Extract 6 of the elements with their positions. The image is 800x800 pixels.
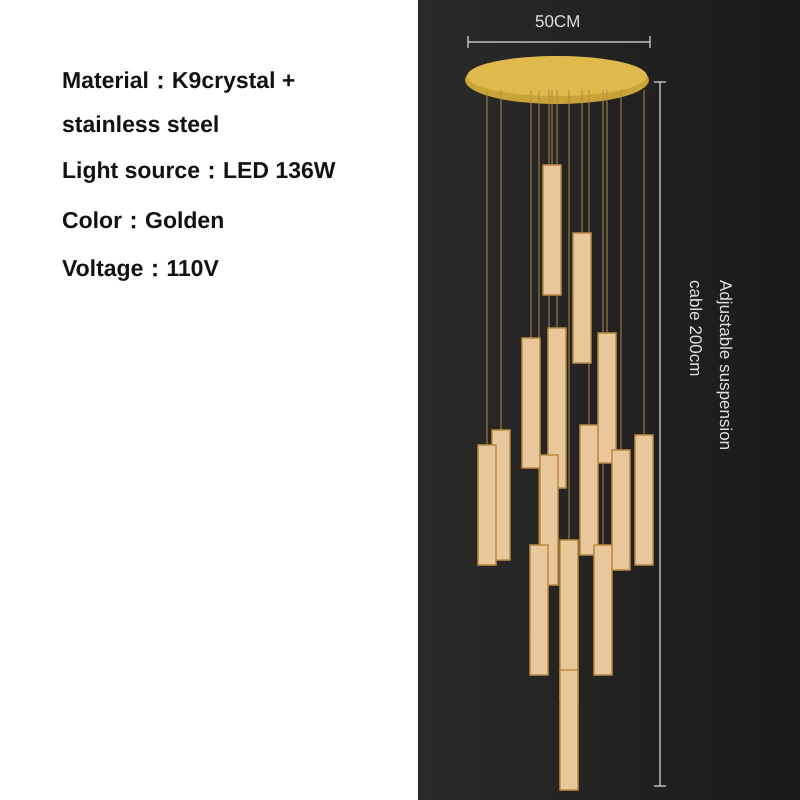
spec-text: Material：K9crystal + stainless steel bbox=[62, 66, 296, 139]
spec-text: Light source：LED 136W bbox=[62, 156, 336, 185]
dimension-label: Adjustable suspension cable 200cm bbox=[685, 280, 736, 452]
spec-text: Color：Golden bbox=[62, 206, 226, 235]
spec-text: Voltage：110V bbox=[62, 254, 220, 283]
dimension-label: 50CM bbox=[535, 12, 580, 32]
